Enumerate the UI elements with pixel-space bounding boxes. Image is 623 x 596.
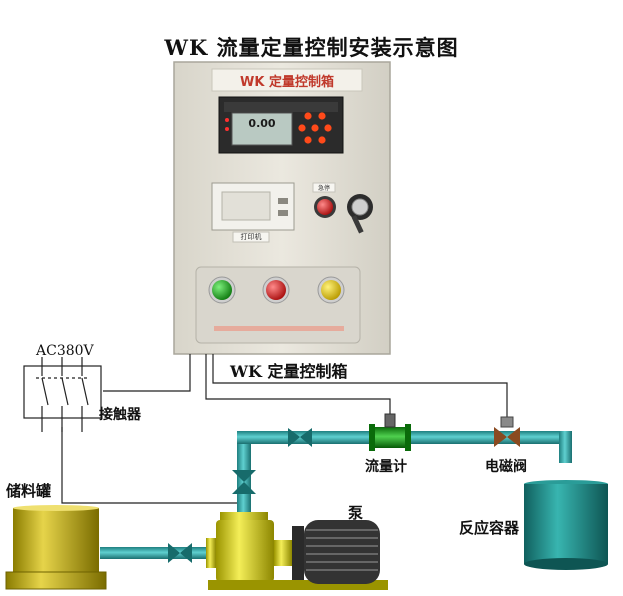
cabinet-caption: WK 定量控制箱	[230, 362, 348, 381]
red-button	[266, 280, 286, 300]
display-reading: 0.00	[248, 117, 276, 130]
button-panel	[195, 266, 361, 344]
storage-tank	[5, 505, 107, 590]
printer	[211, 182, 295, 243]
tank-label: 储料罐	[6, 482, 52, 500]
power-label: AC380V	[36, 343, 94, 359]
pump	[206, 512, 388, 590]
green-button	[212, 280, 232, 300]
reactor-label: 反应容器	[459, 519, 520, 537]
yellow-button	[321, 280, 341, 300]
printer-label: 打印机	[240, 233, 262, 241]
reactor-vessel	[524, 480, 608, 570]
valve-label: 电磁阀	[485, 459, 527, 475]
key-switch	[347, 194, 373, 234]
diagram-title: WK 流量定量控制安装示意图	[164, 35, 459, 60]
solenoid-valve	[494, 416, 520, 447]
pump-label: 泵	[348, 504, 364, 522]
flow-controller	[218, 96, 344, 154]
contactor-label: 接触器	[99, 407, 141, 423]
contactor	[23, 357, 102, 432]
cabinet-header-label: WK 定量控制箱	[240, 75, 334, 90]
flowmeter	[369, 413, 411, 451]
control-cabinet	[173, 61, 391, 355]
flowmeter-label: 流量计	[365, 459, 407, 475]
emergency-stop-button	[312, 182, 336, 218]
stop-button-label: 急停	[317, 185, 330, 192]
